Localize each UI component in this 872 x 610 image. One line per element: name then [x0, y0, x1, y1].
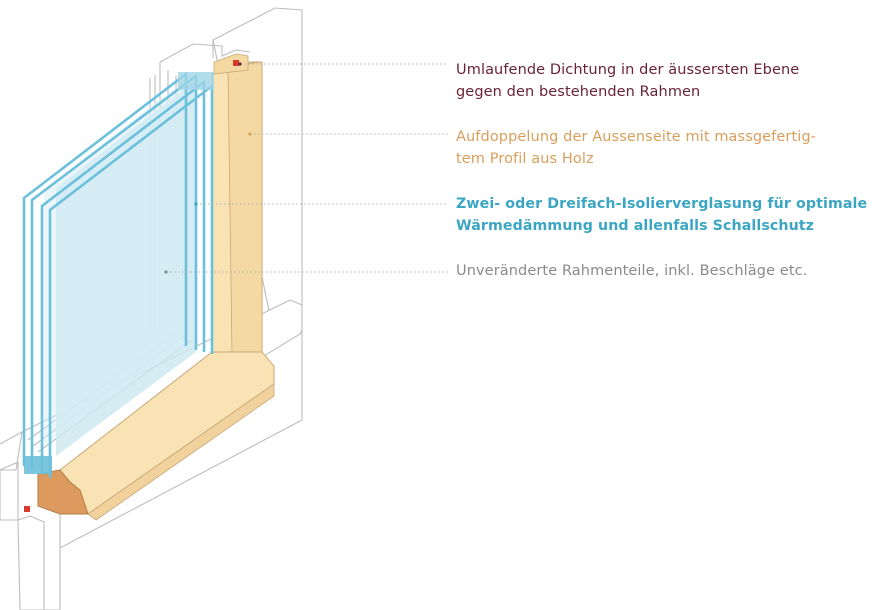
wood-profile-label: Aufdoppelung der Aussenseite mit massgef…: [456, 126, 816, 170]
wood-profile: [37, 53, 275, 521]
glazing: [22, 71, 214, 478]
wood-label-line-2: tem Profil aus Holz: [456, 151, 594, 167]
seal-label: Umlaufende Dichtung in der äussersten Eb…: [456, 59, 799, 103]
glass-label-line-1: Zwei- oder Dreifach-Isolierverglasung fü…: [456, 196, 868, 212]
seal-label-line-2: gegen den bestehenden Rahmen: [456, 84, 701, 100]
glass-label-line-2: Wärmedämmung und allenfalls Schallschutz: [456, 218, 815, 234]
frame-label-line-1: Unveränderte Rahmenteile, inkl. Beschläg…: [456, 263, 808, 279]
leader-dots: [164, 62, 252, 274]
seal-label-line-1: Umlaufende Dichtung in der äussersten Eb…: [456, 62, 800, 78]
glazing-label: Zwei- oder Dreifach-Isolierverglasung fü…: [456, 193, 867, 237]
wood-label-line-1: Aufdoppelung der Aussenseite mit massgef…: [456, 129, 817, 145]
seal-markers: [24, 60, 239, 512]
leader-lines: [166, 63, 448, 273]
frame-label: Unveränderte Rahmenteile, inkl. Beschläg…: [456, 260, 807, 282]
